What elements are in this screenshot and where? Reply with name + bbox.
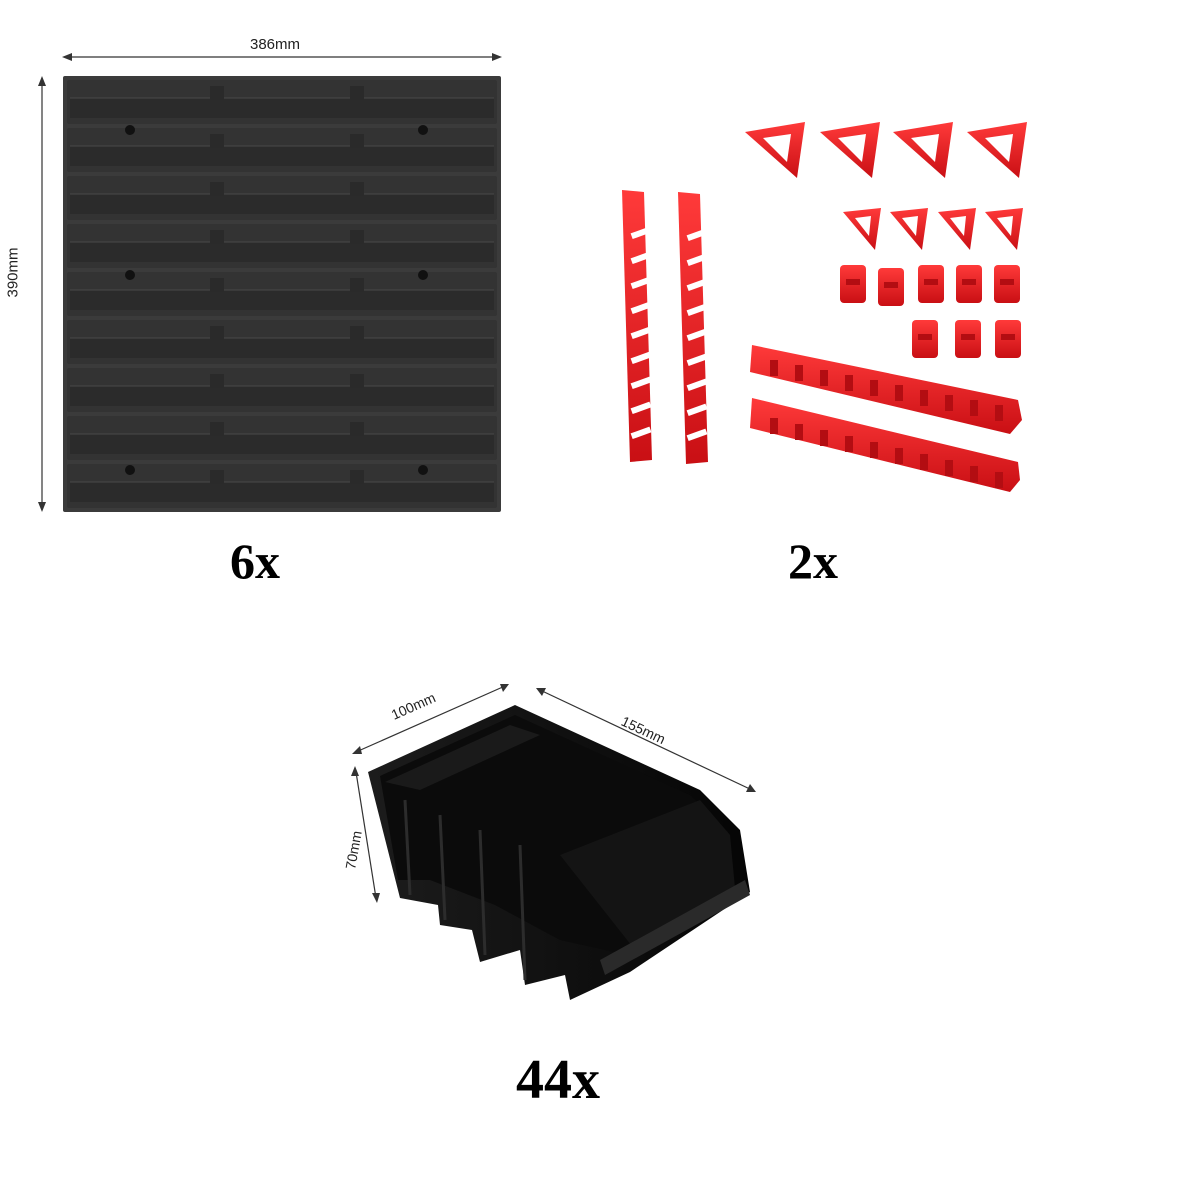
- wall-panel-image: [38, 53, 502, 512]
- tool-holders-image: [622, 122, 1027, 492]
- panel-height-label: 390mm: [4, 247, 22, 298]
- storage-bin-image: [351, 684, 756, 1000]
- panel-quantity: 6x: [230, 533, 280, 589]
- panel-width-label: 386mm: [250, 36, 301, 53]
- bin-quantity: 44x: [516, 1049, 600, 1111]
- accessories-quantity: 2x: [788, 533, 838, 589]
